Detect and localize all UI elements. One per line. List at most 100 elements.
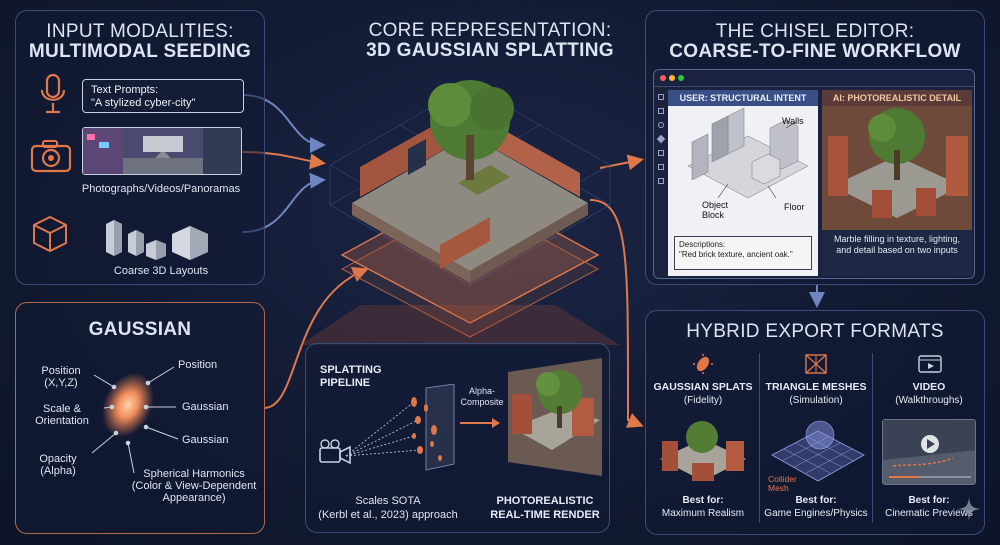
arrow-core-to-export (589, 199, 644, 428)
tool-sphere-icon[interactable] (658, 122, 664, 128)
opacity-sub: (Alpha) (40, 465, 76, 477)
core-3d-scene (329, 80, 611, 338)
editor-title-line1: THE CHISEL EDITOR: (715, 21, 915, 42)
video-best-label: Best for: (908, 495, 950, 506)
pipeline-title: SPLATTING PIPELINE (320, 364, 382, 390)
cube-icon (33, 215, 67, 253)
title-divider (654, 86, 974, 87)
descriptions-box: Descriptions: "Red brick texture, ancien… (674, 236, 812, 270)
gaussian-title: GAUSSIAN (88, 319, 192, 340)
gaussian-label-2: Gaussian (182, 434, 229, 446)
window-close-button[interactable] (660, 75, 666, 81)
video-sub: (Walkthroughs) (895, 395, 963, 406)
street-scene (83, 128, 241, 174)
sh-sub2: Appearance) (162, 492, 226, 504)
video-title: VIDEO (912, 381, 946, 393)
core-title-line2: 3D GAUSSIAN SPLATTING (366, 40, 614, 61)
core-title-line1: CORE REPRESENTATION: (368, 20, 612, 41)
arrow-gaussian-to-core (263, 267, 369, 409)
floor-label: Floor (784, 202, 805, 212)
window-minimize-button[interactable] (669, 75, 675, 81)
scale-text: Scale & (43, 403, 81, 415)
photorealistic-pane: AI: PHOTOREALISTIC DETAIL Marble filling… (822, 90, 972, 276)
chisel-editor-panel: THE CHISEL EDITOR: COARSE-TO-FINE WORKFL… (645, 10, 985, 285)
scales-line2: (Kerbl et al., 2023) approach (318, 509, 458, 521)
triangle-meshes-title: TRIANGLE MESHES (765, 381, 867, 393)
opacity-label: Opacity (Alpha) (28, 453, 88, 477)
alpha-composite-arrow (460, 418, 500, 428)
pipeline-title-line2: PIPELINE (320, 377, 371, 389)
projection-diagram (345, 384, 455, 471)
render-line1: PHOTOREALISTIC (496, 495, 594, 507)
editor-window: USER: STRUCTURAL INTENT Walls Object Blo… (653, 69, 975, 279)
gaussian-blob (101, 372, 155, 438)
scales-sota-label: Scales SOTA (Kerbl et al., 2023) approac… (308, 494, 468, 522)
gaussian-panel: GAUSSIAN Position (X,Y,Z) Position Scale… (15, 302, 265, 534)
microphone-icon (40, 73, 66, 114)
scale-sub: Orientation (35, 415, 89, 427)
collider-line1: Collider (768, 474, 797, 484)
window-maximize-button[interactable] (678, 75, 684, 81)
tool-layer-icon[interactable] (658, 150, 664, 156)
rendered-courtyard-image (508, 358, 602, 476)
blockout-scene (687, 107, 809, 199)
text-prompt-box: Text Prompts: "A stylized cyber-city" (82, 79, 244, 113)
input-title-line2: MULTIMODAL SEEDING (28, 41, 252, 62)
scales-line1: Scales SOTA (355, 495, 421, 507)
structural-intent-header: USER: STRUCTURAL INTENT (668, 90, 818, 106)
splat-icon (693, 354, 713, 374)
alpha-line1: Alpha- (468, 386, 495, 396)
image-plane (425, 384, 455, 471)
collider-mesh-label: Collider Mesh (768, 475, 797, 493)
tool-block-icon[interactable] (658, 108, 664, 114)
spherical-harmonics-label: Spherical Harmonics (Color & View-Depend… (126, 468, 262, 504)
mesh-icon (805, 354, 827, 374)
object-block-label: Object Block (702, 200, 729, 220)
pipeline-projection-cone (300, 305, 620, 345)
structural-intent-pane: USER: STRUCTURAL INTENT Walls Object Blo… (668, 90, 818, 276)
alpha-composite-label: Alpha- Composite (452, 386, 512, 408)
splatting-pipeline-panel: SPLATTING PIPELINE Alpha- Composite (305, 343, 610, 533)
input-title-line1: INPUT MODALITIES: (46, 21, 234, 42)
camera-icon (30, 140, 72, 173)
street-photo-thumbnail (82, 127, 242, 175)
triangle-meshes-sub: (Simulation) (789, 395, 843, 406)
photorealistic-header: AI: PHOTOREALISTIC DETAIL (822, 90, 972, 106)
text-prompt-label: Text Prompts: (91, 84, 159, 96)
gaussian-diagram (91, 366, 179, 474)
film-icon (918, 355, 942, 373)
meshes-best-value: Game Engines/Physics (764, 508, 868, 519)
export-divider-1 (759, 353, 760, 523)
video-player-preview (882, 419, 976, 485)
photoreal-courtyard (822, 106, 972, 230)
gaussian-label-1: Gaussian (182, 401, 229, 413)
tool-settings-icon[interactable] (658, 178, 664, 184)
opacity-text: Opacity (39, 453, 77, 465)
sparkle-icon (957, 497, 981, 521)
video-scene (883, 420, 975, 484)
sh-sub1: (Color & View-Dependent (131, 480, 257, 492)
layouts-label: Coarse 3D Layouts (113, 265, 209, 277)
text-prompt-value: "A stylized cyber-city" (91, 97, 196, 109)
photorealistic-caption: Marble filling in texture, lighting, and… (833, 234, 961, 255)
alpha-line2: Composite (460, 397, 504, 407)
photos-label: Photographs/Videos/Panoramas (81, 183, 241, 195)
layout-blocks-icon (106, 220, 208, 260)
position-xyz-text: Position (41, 365, 81, 377)
hybrid-export-panel: HYBRID EXPORT FORMATS GAUSSIAN SPLATS (F… (645, 310, 985, 535)
position-xyz-label: Position (X,Y,Z) (26, 365, 96, 389)
export-title: HYBRID EXPORT FORMATS (686, 321, 944, 342)
gaussian-splats-title: GAUSSIAN SPLATS (653, 381, 753, 393)
realtime-render-label: PHOTOREALISTIC REAL-TIME RENDER (482, 494, 608, 522)
tool-text-icon[interactable] (658, 164, 664, 170)
splats-preview (660, 421, 746, 481)
export-divider-2 (872, 353, 873, 523)
tool-select-icon[interactable] (658, 94, 664, 100)
tool-rotate-icon[interactable] (656, 134, 666, 144)
editor-title-line2: COARSE-TO-FINE WORKFLOW (669, 41, 961, 62)
front-wall-piece (440, 217, 490, 269)
sh-text: Spherical Harmonics (143, 468, 245, 480)
splats-best-label: Best for: (682, 495, 724, 506)
scale-orientation-label: Scale & Orientation (22, 403, 102, 427)
descriptions-label: Descriptions: (679, 240, 726, 249)
